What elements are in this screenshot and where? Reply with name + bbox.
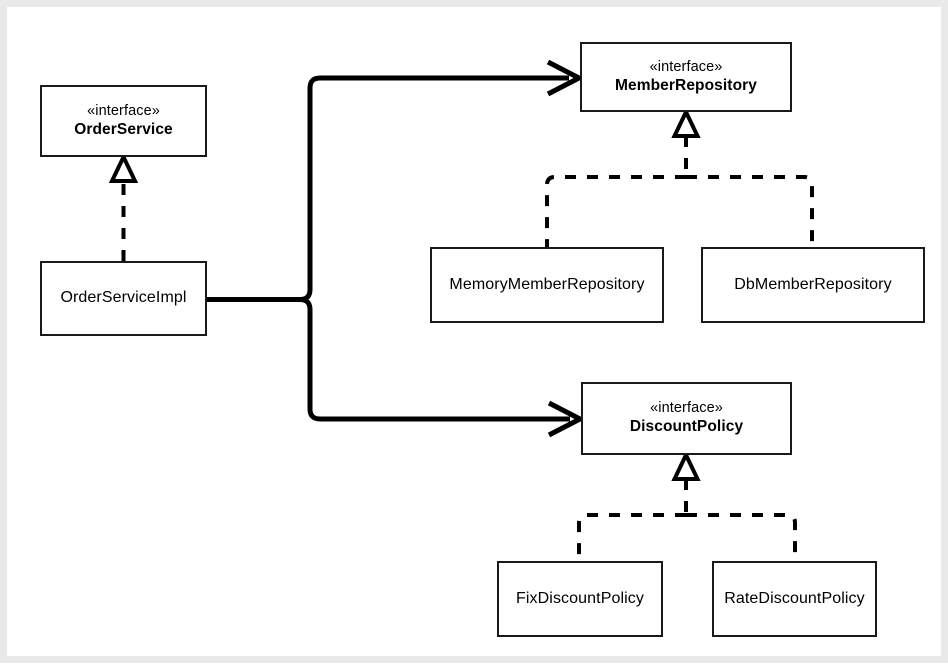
edge-memberrepository-realization-tree xyxy=(545,107,814,247)
class-node-orderservice[interactable]: «interface» OrderService xyxy=(40,85,207,157)
edge-discountpolicy-realization-tree xyxy=(577,450,797,561)
class-node-discountpolicy[interactable]: «interface» DiscountPolicy xyxy=(581,382,792,455)
class-name-label: DbMemberRepository xyxy=(734,275,892,293)
class-node-dbmemberrepository[interactable]: DbMemberRepository xyxy=(701,247,925,323)
hollow-triangle-arrowhead xyxy=(671,450,701,481)
dashed-line-memorymemberrepository xyxy=(545,175,686,247)
class-node-fixdiscountpolicy[interactable]: FixDiscountPolicy xyxy=(497,561,663,637)
class-name-label: RateDiscountPolicy xyxy=(724,589,865,607)
diagram-edges-canvas xyxy=(108,59,814,561)
dashed-line-fixdiscountpolicy xyxy=(577,513,686,561)
edge-impl-uses-discountpolicy xyxy=(207,297,586,438)
stereotype-label: «interface» xyxy=(649,58,723,75)
dashed-line-dbmemberrepository xyxy=(686,175,814,247)
class-name-label: MemoryMemberRepository xyxy=(449,275,645,293)
class-name-label: OrderServiceImpl xyxy=(60,289,187,307)
open-arrowhead xyxy=(546,59,585,97)
class-name-label: OrderService xyxy=(74,120,173,138)
class-name-label: DiscountPolicy xyxy=(629,418,744,436)
class-name-label: MemberRepository xyxy=(615,76,757,94)
open-arrowhead xyxy=(547,400,586,438)
class-node-memorymemberrepository[interactable]: MemoryMemberRepository xyxy=(430,247,664,323)
class-node-ratediscountpolicy[interactable]: RateDiscountPolicy xyxy=(712,561,877,637)
hollow-triangle-arrowhead xyxy=(108,152,139,183)
stereotype-label: «interface» xyxy=(650,400,723,417)
solid-connector xyxy=(207,297,570,422)
class-name-label: FixDiscountPolicy xyxy=(516,589,644,607)
dashed-line-ratediscountpolicy xyxy=(686,513,797,561)
edge-impl-realizes-orderservice xyxy=(108,152,139,261)
class-node-memberrepository[interactable]: «interface» MemberRepository xyxy=(580,42,792,112)
class-node-orderserviceimpl[interactable]: OrderServiceImpl xyxy=(40,261,207,336)
hollow-triangle-arrowhead xyxy=(671,107,701,138)
stereotype-label: «interface» xyxy=(87,102,160,119)
